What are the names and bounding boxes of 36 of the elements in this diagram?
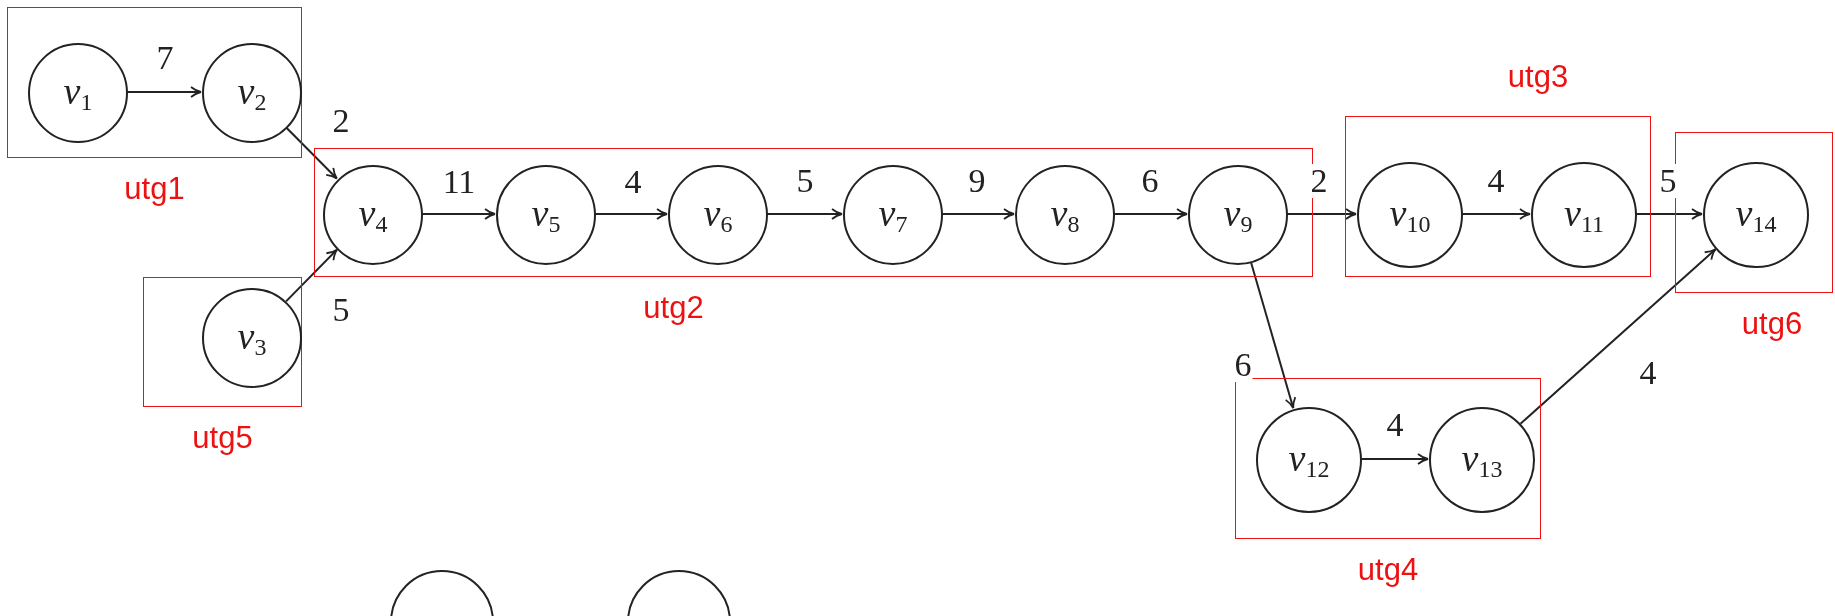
group-label: utg2	[643, 290, 704, 326]
node-label: v$_{3}$	[237, 317, 267, 359]
group-label: utg4	[1357, 552, 1419, 588]
group-label: utg5	[192, 420, 253, 456]
edge-label: 5	[1658, 164, 1678, 198]
node-circle	[1357, 162, 1463, 268]
node-label: v$_{13}$	[1461, 439, 1503, 481]
node-circle	[668, 165, 768, 265]
node-label: v$_{8}$	[1050, 194, 1080, 236]
node-circle	[843, 165, 943, 265]
node-circle	[202, 43, 302, 143]
node-label: v$_{7}$	[878, 194, 908, 236]
node-circle	[202, 288, 302, 388]
node-label: v$_{9}$	[1223, 194, 1253, 236]
node-circle	[1256, 407, 1362, 513]
node-label: v$_{4}$	[358, 194, 388, 236]
node-circle	[1429, 407, 1535, 513]
node-circle	[1703, 162, 1809, 268]
edge-label: 2	[1309, 164, 1329, 198]
group-label: utg3	[1507, 59, 1569, 95]
node-label: v$_{12}$	[1288, 439, 1330, 481]
group-label: utg1	[124, 171, 185, 207]
node-circle	[496, 165, 596, 265]
node-label: v$_{5}$	[531, 194, 561, 236]
node-circle	[1531, 162, 1637, 268]
node-label: v$_{14}$	[1735, 194, 1777, 236]
node-circle	[28, 43, 128, 143]
node-label: v$_{2}$	[237, 72, 267, 114]
group-label: utg6	[1741, 306, 1803, 342]
node-label: v$_{6}$	[703, 194, 733, 236]
node-label: v$_{10}$	[1389, 194, 1431, 236]
node-label: v$_{1}$	[63, 72, 93, 114]
node-label: v$_{11}$	[1564, 194, 1604, 236]
node-circle	[1015, 165, 1115, 265]
node-circle	[1188, 165, 1288, 265]
node-circle	[323, 165, 423, 265]
